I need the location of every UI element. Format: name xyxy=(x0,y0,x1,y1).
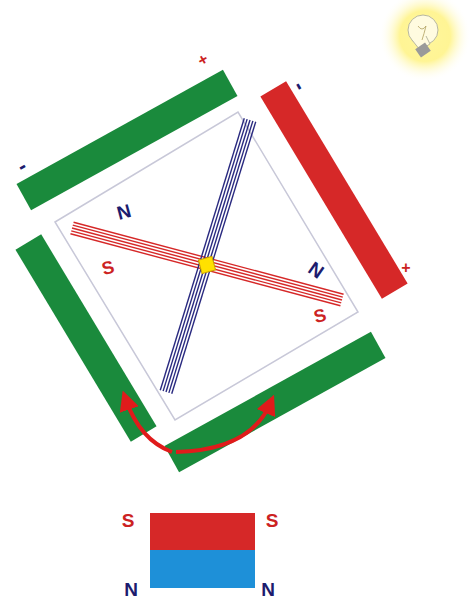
coil-winding xyxy=(166,120,250,392)
blue-coil xyxy=(160,118,255,394)
red-bar xyxy=(260,81,407,299)
green-bar xyxy=(15,234,156,441)
pole-label: S xyxy=(122,511,135,530)
green-bar xyxy=(165,332,386,473)
polarity-sign: - xyxy=(289,77,312,94)
pole-label: S xyxy=(266,511,279,530)
coil-winding xyxy=(160,118,244,390)
coil-winding xyxy=(163,119,247,391)
red-coil xyxy=(70,222,343,306)
polarity-sign: + xyxy=(195,51,211,70)
light-bulb xyxy=(379,0,471,82)
coil-winding xyxy=(172,122,256,394)
polarity-sign: + xyxy=(401,260,410,276)
magnet-south xyxy=(150,513,255,550)
magnet-north xyxy=(150,550,255,588)
coil-winding xyxy=(169,121,253,393)
pole-label: N xyxy=(261,580,275,599)
rotation-arrow xyxy=(176,404,270,452)
green-bar xyxy=(17,70,238,211)
axle xyxy=(198,256,215,273)
pole-label: N xyxy=(124,580,138,599)
polarity-sign: - xyxy=(13,155,30,178)
rotation-arrow xyxy=(126,400,172,452)
